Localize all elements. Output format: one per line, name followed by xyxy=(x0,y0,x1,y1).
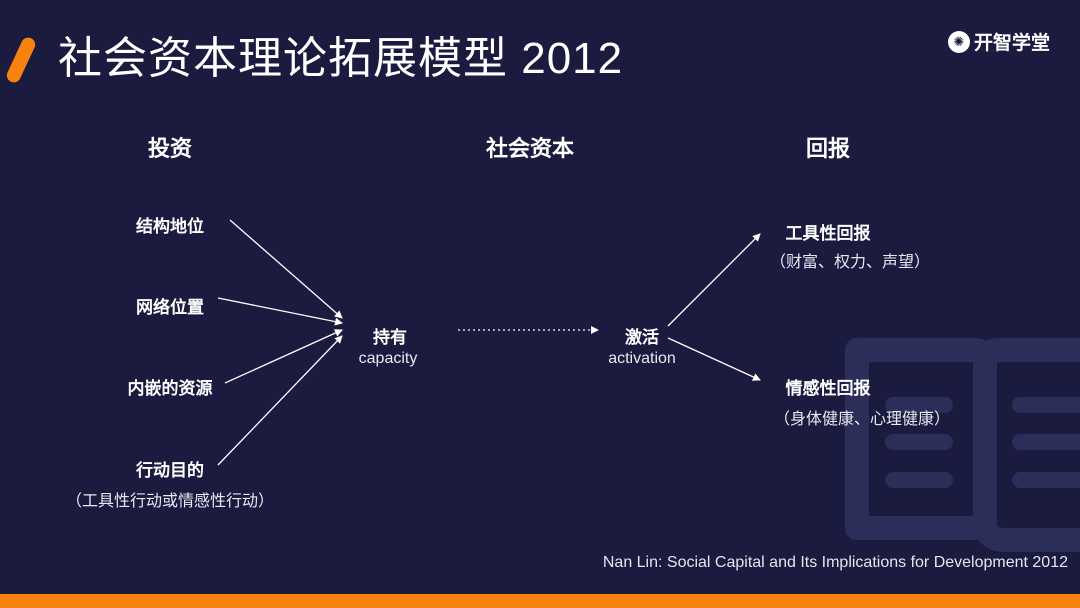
input-structure: 结构地位 xyxy=(136,217,204,236)
arrow-purpose xyxy=(217,335,343,466)
book-watermark xyxy=(845,338,1080,552)
column-returns: 回报 xyxy=(805,136,851,161)
brain-icon: ✺ xyxy=(948,30,970,53)
return-expressive: 情感性回报 xyxy=(785,379,871,398)
arrow-resources xyxy=(224,329,343,384)
hold-label: 持有 xyxy=(373,328,407,347)
activate-sub: activation xyxy=(608,350,676,367)
input-purpose: 行动目的 xyxy=(136,461,204,480)
arrow-structure xyxy=(229,219,343,319)
hold-sub: capacity xyxy=(358,350,418,367)
input-resources: 内嵌的资源 xyxy=(127,379,213,398)
return-expressive-note: （身体健康、心理健康） xyxy=(773,411,951,428)
logo-text: 开智学堂 xyxy=(974,33,1051,54)
activate-label: 激活 xyxy=(625,328,659,347)
arrow-instrumental xyxy=(667,233,761,327)
return-instrumental-note: （财富、权力、声望） xyxy=(769,254,931,271)
return-instrumental: 工具性回报 xyxy=(785,224,871,243)
input-purpose-note: （工具性行动或情感性行动） xyxy=(65,493,275,510)
citation: Nan Lin: Social Capital and Its Implicat… xyxy=(602,554,1068,571)
bottom-bar xyxy=(0,594,1080,608)
input-network: 网络位置 xyxy=(136,298,204,317)
arrow-expressive xyxy=(667,337,761,381)
logo: ✺ 开智学堂 xyxy=(948,28,1050,55)
arrow-network xyxy=(217,297,343,326)
column-social-capital: 社会资本 xyxy=(485,136,575,161)
page-title: 社会资本理论拓展模型 2012 xyxy=(58,34,624,83)
column-investment: 投资 xyxy=(147,136,193,161)
